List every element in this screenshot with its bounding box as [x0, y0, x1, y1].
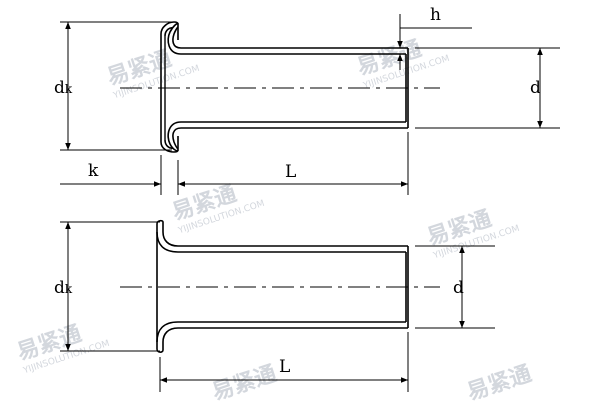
rolled-head-lower — [160, 121, 182, 153]
dim-h — [397, 14, 472, 70]
label-L-bottom: L — [279, 357, 290, 377]
barrel — [181, 47, 409, 129]
label-L-top: L — [285, 162, 296, 182]
top-view — [60, 14, 560, 195]
watermark-logo: 易紧通 — [209, 362, 280, 406]
label-k: k — [88, 161, 99, 181]
watermark-layer: 易紧通 YIJINSOLUTION.COM 易紧通 YIJINSOLUTION.… — [14, 37, 535, 406]
watermark-logo: 易紧通 — [464, 362, 535, 406]
label-dk-bottom: dk — [54, 278, 73, 298]
dim-d-top — [415, 47, 560, 129]
label-dk-top: dk — [54, 78, 73, 98]
dim-dk-top — [60, 21, 172, 151]
bottom-view — [60, 219, 495, 392]
dim-d-bottom — [415, 245, 495, 329]
label-d-bottom: d — [453, 278, 464, 298]
dim-L-bottom — [159, 332, 409, 392]
dim-L-top — [178, 132, 409, 195]
flange-lower — [156, 321, 179, 353]
rolled-head-upper — [160, 21, 182, 142]
dim-dk-bottom — [60, 221, 160, 352]
flange-upper — [156, 219, 179, 253]
label-h: h — [430, 5, 441, 25]
dim-k — [60, 155, 179, 195]
label-d-top: d — [530, 78, 541, 98]
barrel — [178, 245, 409, 329]
